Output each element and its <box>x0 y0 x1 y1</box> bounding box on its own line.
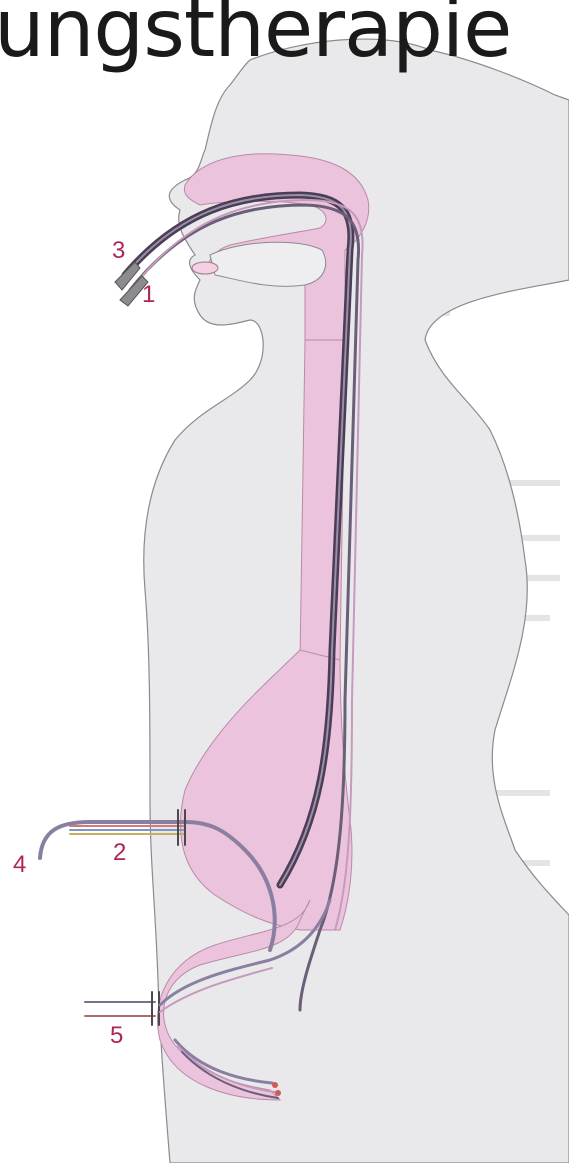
page-title: ungstherapie <box>0 0 511 75</box>
label-2: 2 <box>113 839 126 866</box>
label-5: 5 <box>110 1022 123 1049</box>
label-1: 1 <box>142 281 155 308</box>
label-3: 3 <box>112 237 125 264</box>
label-4: 4 <box>13 851 26 878</box>
lips <box>192 262 218 274</box>
